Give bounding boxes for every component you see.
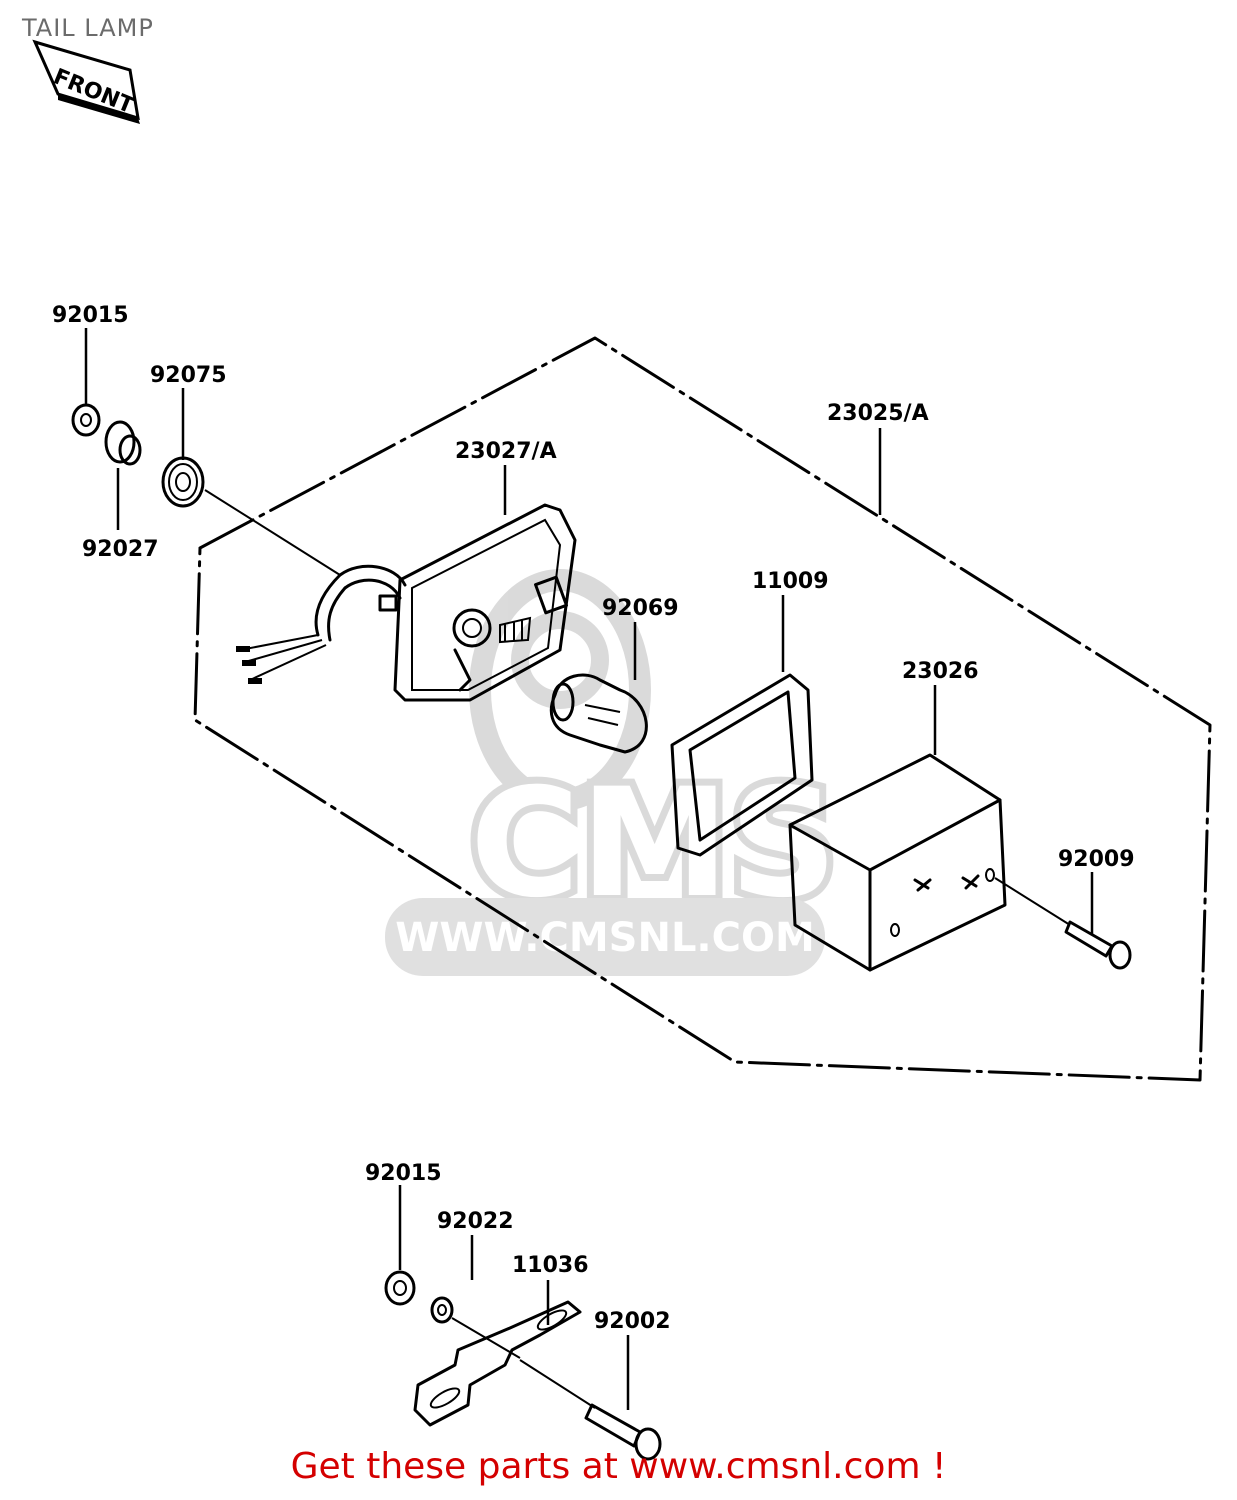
part-label[interactable]: 92022 bbox=[437, 1209, 514, 1234]
lower-nut-icon bbox=[384, 1270, 416, 1306]
part-label[interactable]: 92002 bbox=[594, 1309, 671, 1334]
part-label[interactable]: 92015 bbox=[365, 1161, 442, 1186]
part-label[interactable]: 23027/A bbox=[455, 439, 557, 464]
wire-harness-icon bbox=[236, 564, 407, 684]
bulb-icon bbox=[549, 673, 648, 754]
part-label[interactable]: 23026 bbox=[902, 659, 979, 684]
collar-icon bbox=[104, 420, 142, 466]
wire-guide-line bbox=[204, 489, 341, 576]
bracket-icon bbox=[413, 1300, 582, 1427]
leader-lines bbox=[84, 328, 1094, 1410]
part-label[interactable]: 23025/A bbox=[827, 401, 929, 426]
lamp-base-housing-icon bbox=[378, 503, 577, 702]
assembly-boundary bbox=[193, 336, 1212, 1082]
cmsnl-watermark: CMS WWW.CMSNL.COM bbox=[385, 569, 844, 976]
part-label[interactable]: 92015 bbox=[52, 303, 129, 328]
lens-screw-icon bbox=[994, 877, 1132, 970]
page-title: TAIL LAMP bbox=[22, 14, 154, 42]
lens-gasket-icon bbox=[670, 673, 814, 857]
part-label[interactable]: 11009 bbox=[752, 569, 829, 594]
part-labels: 92015 92075 92027 23027/A 23025/A 11009 … bbox=[52, 303, 1135, 1334]
footer-link-text[interactable]: Get these parts at www.cmsnl.com ! bbox=[290, 1446, 947, 1487]
washer-icon bbox=[430, 1296, 454, 1324]
part-label[interactable]: 92009 bbox=[1058, 847, 1135, 872]
part-label[interactable]: 11036 bbox=[512, 1253, 589, 1278]
part-label[interactable]: 92075 bbox=[150, 363, 227, 388]
part-label[interactable]: 92069 bbox=[602, 596, 679, 621]
watermark-url: WWW.CMSNL.COM bbox=[395, 915, 815, 961]
tail-lens-icon bbox=[788, 753, 1007, 972]
grommet-icon bbox=[161, 456, 205, 508]
part-label[interactable]: 92027 bbox=[82, 537, 159, 562]
front-direction-tag: FRONT bbox=[32, 39, 140, 124]
bracket-bolt-icon bbox=[519, 1359, 662, 1461]
nut-icon bbox=[71, 403, 101, 437]
